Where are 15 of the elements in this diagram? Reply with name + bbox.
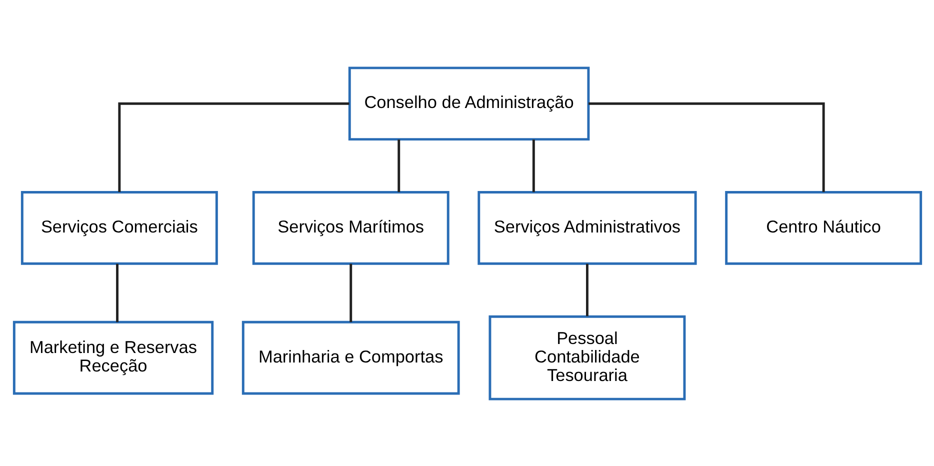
node-box: Marinharia e Comportas — [241, 320, 460, 394]
connector — [397, 139, 400, 192]
node-box: Serviços Administrativos — [477, 190, 696, 264]
connector — [588, 102, 824, 192]
connector — [349, 263, 352, 322]
node-box: Marketing e Reservas Receção — [12, 320, 214, 394]
node-box: Pessoal Contabilidade Tesouraria — [488, 314, 686, 400]
node-box: Serviços Comerciais — [20, 190, 218, 264]
connector — [118, 102, 349, 192]
node-box: Serviços Marítimos — [252, 190, 449, 264]
connector — [532, 139, 534, 192]
node-box: Conselho de Administração — [348, 66, 590, 140]
connector — [586, 263, 588, 316]
connector — [116, 263, 118, 322]
node-box: Centro Náutico — [724, 190, 922, 264]
